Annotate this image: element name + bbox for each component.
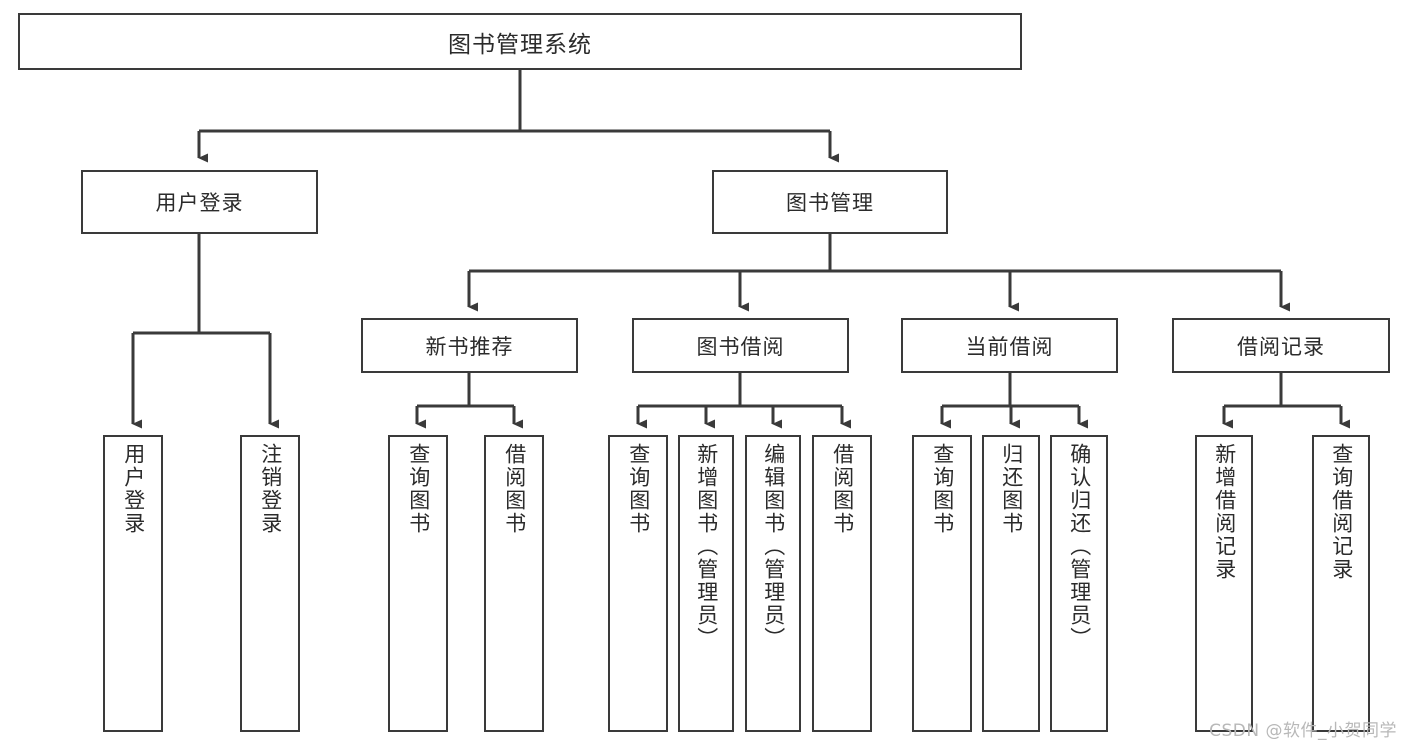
node-label: 图书借阅	[696, 334, 785, 359]
node-label: 图书管理	[786, 191, 874, 215]
node-label: 用户登录	[155, 191, 244, 215]
node-borrowing-records[interactable]: 借阅记录	[1172, 318, 1390, 373]
leaf-query-books-current[interactable]: 查询图书	[912, 435, 972, 732]
leaf-borrow-books-recommendation[interactable]: 借阅图书	[484, 435, 544, 732]
node-label: 确认归还（管理员）	[1067, 443, 1092, 650]
node-label: 注销登录	[258, 443, 283, 535]
node-new-book-recommendation[interactable]: 新书推荐	[361, 318, 578, 373]
node-label: 借阅图书	[830, 443, 855, 535]
node-label: 借阅记录	[1237, 334, 1325, 359]
node-label: 查询图书	[626, 443, 651, 535]
node-label: 查询借阅记录	[1329, 443, 1354, 581]
leaf-logout[interactable]: 注销登录	[240, 435, 300, 732]
leaf-add-book-admin[interactable]: 新增图书（管理员）	[678, 435, 734, 732]
node-label: 借阅图书	[502, 443, 527, 535]
leaf-confirm-return-admin[interactable]: 确认归还（管理员）	[1050, 435, 1108, 732]
leaf-query-books-recommendation[interactable]: 查询图书	[388, 435, 448, 732]
node-label: 新增图书（管理员）	[694, 443, 719, 650]
node-user-login[interactable]: 用户登录	[81, 170, 318, 234]
leaf-user-login[interactable]: 用户登录	[103, 435, 163, 732]
node-label: 编辑图书（管理员）	[761, 443, 786, 650]
leaf-query-borrow-record[interactable]: 查询借阅记录	[1312, 435, 1370, 732]
leaf-edit-book-admin[interactable]: 编辑图书（管理员）	[745, 435, 801, 732]
node-book-management[interactable]: 图书管理	[712, 170, 948, 234]
node-label: 查询图书	[406, 443, 431, 535]
node-root-book-management-system[interactable]: 图书管理系统	[18, 13, 1022, 70]
node-label: 用户登录	[121, 443, 146, 535]
node-book-borrowing[interactable]: 图书借阅	[632, 318, 849, 373]
node-label: 图书管理系统	[448, 31, 592, 58]
leaf-query-books-borrowing[interactable]: 查询图书	[608, 435, 668, 732]
leaf-return-books[interactable]: 归还图书	[982, 435, 1040, 732]
node-label: 归还图书	[999, 443, 1024, 535]
leaf-add-borrow-record[interactable]: 新增借阅记录	[1195, 435, 1253, 732]
node-label: 新增借阅记录	[1212, 443, 1237, 581]
node-label: 新书推荐	[425, 334, 514, 359]
node-label: 当前借阅	[965, 334, 1054, 359]
csdn-watermark: CSDN @软件_小贺同学	[1209, 721, 1397, 741]
node-label: 查询图书	[930, 443, 955, 535]
leaf-borrow-books-borrowing[interactable]: 借阅图书	[812, 435, 872, 732]
node-current-borrowing[interactable]: 当前借阅	[901, 318, 1118, 373]
